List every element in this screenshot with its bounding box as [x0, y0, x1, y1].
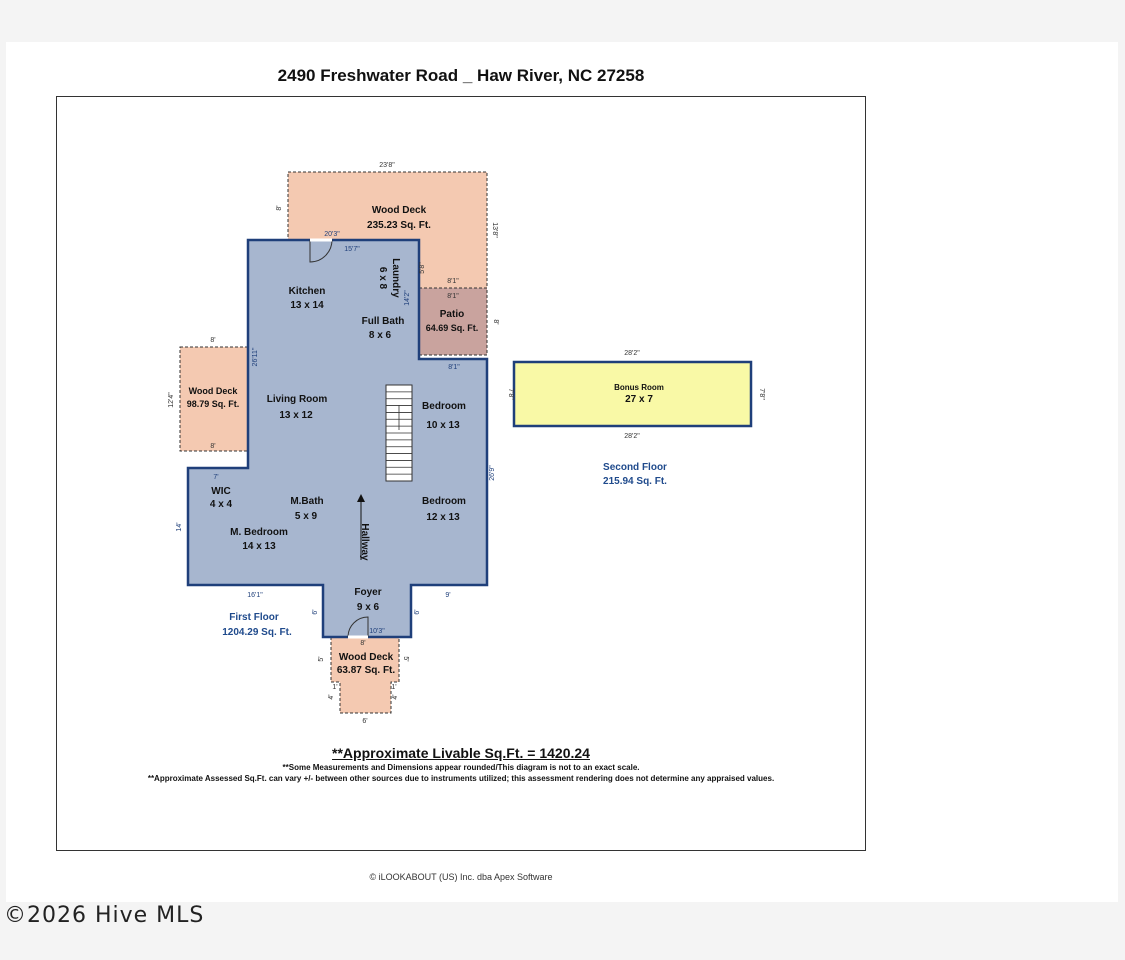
dim-deck-bottom-left: 5'	[318, 656, 325, 661]
copyright-text: © iLOOKABOUT (US) Inc. dba Apex Software	[369, 872, 553, 882]
dim-house-bottom-left: 16'1"	[247, 592, 263, 599]
living-room-size: 13 x 12	[279, 410, 313, 421]
second-floor-area: 215.94 Sq. Ft.	[603, 476, 667, 487]
full-bath-name: Full Bath	[362, 316, 405, 327]
dim-house-right: 26'9"	[489, 465, 496, 481]
m-bath-size: 5 x 9	[295, 511, 318, 522]
full-bath-size: 8 x 6	[369, 330, 392, 341]
bedroom-lower-name: Bedroom	[422, 496, 466, 507]
deck-top-area: 235.23 Sq. Ft.	[367, 220, 431, 231]
dim-step-left-b: 4'	[328, 694, 335, 699]
living-room-name: Living Room	[267, 394, 328, 405]
dim-deck-left-top: 8'	[210, 337, 215, 344]
dim-house-left-lower: 14'	[176, 522, 183, 531]
dim-deck-bottom-width: 6'	[362, 718, 367, 725]
dim-deck-bottom-top: 8'	[360, 640, 365, 647]
deck-top-name: Wood Deck	[372, 205, 427, 216]
hallway-arrowhead-icon	[357, 494, 365, 502]
dim-house-bottom-right: 9'	[445, 592, 450, 599]
dim-step-right-b: 4'	[392, 694, 399, 699]
dim-bonus-left: 7'8"	[507, 388, 514, 400]
dim-foyer-bottom: 10'3"	[369, 628, 385, 635]
kitchen-door-icon	[309, 239, 333, 263]
page-title: 2490 Freshwater Road _ Haw River, NC 272…	[277, 66, 645, 85]
foyer-size: 9 x 6	[357, 602, 380, 613]
dim-step-right-a: 1'	[391, 684, 396, 691]
patio-name: Patio	[440, 309, 464, 320]
dim-bonus-right: 7'8"	[758, 388, 765, 400]
front-door-icon	[347, 616, 369, 638]
bonus-room	[512, 360, 753, 428]
bedroom-upper-name: Bedroom	[422, 401, 466, 412]
bedroom-lower-size: 12 x 13	[426, 512, 460, 523]
m-bath-name: M.Bath	[290, 496, 323, 507]
first-floor-area: 1204.29 Sq. Ft.	[222, 627, 292, 638]
wic-size: 4 x 4	[210, 499, 233, 510]
bonus-room-size: 27 x 7	[625, 394, 653, 405]
first-floor-outline	[186, 238, 489, 639]
dim-bath-bottom: 8'1"	[448, 364, 460, 371]
livable-area: **Approximate Livable Sq.Ft. = 1420.24	[332, 745, 590, 761]
dim-patio-top: 8'1"	[447, 293, 459, 300]
wood-deck-bottom	[330, 636, 400, 714]
dim-laundry-bottom: 8'1"	[447, 278, 459, 285]
dim-deck-top-left: 8'	[276, 205, 283, 210]
dim-deck-top-width: 23'8"	[379, 162, 395, 169]
dim-bonus-bottom: 28'2"	[624, 433, 640, 440]
deck-left-name: Wood Deck	[189, 386, 239, 396]
mls-watermark: ©2026 Hive MLS	[4, 903, 205, 928]
dim-deck-bottom-right: 5'	[402, 656, 409, 661]
laundry-name: Laundry	[390, 258, 401, 298]
laundry-size: 6 x 8	[377, 267, 388, 290]
m-bedroom-name: M. Bedroom	[230, 527, 288, 538]
dim-foyer-left: 6'	[312, 609, 319, 614]
kitchen-size: 13 x 14	[290, 300, 324, 311]
diagram-frame	[56, 96, 866, 851]
second-floor-name: Second Floor	[603, 462, 667, 473]
hallway-name: Hallway	[359, 523, 370, 561]
dim-deck-left-bottom: 8'	[210, 443, 215, 450]
foyer-name: Foyer	[354, 587, 381, 598]
dim-patio-left: 14'2"	[404, 290, 411, 306]
deck-left-area: 98.79 Sq. Ft.	[187, 399, 240, 409]
scale-note: **Some Measurements and Dimensions appea…	[282, 763, 640, 772]
kitchen-name: Kitchen	[289, 286, 326, 297]
dim-patio-right: 8'	[492, 319, 499, 324]
deck-bottom-name: Wood Deck	[339, 652, 394, 663]
dim-wic-top: 7'	[213, 474, 218, 481]
dim-deck-left-left: 12'4"	[168, 392, 175, 408]
dim-bonus-top: 28'2"	[624, 350, 640, 357]
dim-deck-top-right: 13'8"	[491, 222, 498, 238]
bonus-room-name: Bonus Room	[614, 383, 664, 392]
patio-area: 64.69 Sq. Ft.	[426, 323, 479, 333]
dim-step-left-a: 1'	[332, 684, 337, 691]
bedroom-upper-size: 10 x 13	[426, 420, 460, 431]
stairs-icon	[385, 384, 413, 482]
wic-name: WIC	[211, 486, 230, 497]
assessment-note: **Approximate Assessed Sq.Ft. can vary +…	[147, 774, 775, 783]
dim-house-top: 20'3"	[324, 231, 340, 238]
dim-foyer-right: 6'	[414, 609, 421, 614]
summary-block: **Approximate Livable Sq.Ft. = 1420.24 *…	[56, 745, 866, 783]
dim-kitchen-top: 15'7"	[344, 246, 360, 253]
dim-house-left-upper: 26'11"	[252, 347, 259, 366]
m-bedroom-size: 14 x 13	[242, 541, 276, 552]
dim-laundry-side: 5'8"	[419, 262, 426, 274]
deck-bottom-area: 63.87 Sq. Ft.	[337, 665, 396, 676]
first-floor-name: First Floor	[229, 612, 279, 623]
